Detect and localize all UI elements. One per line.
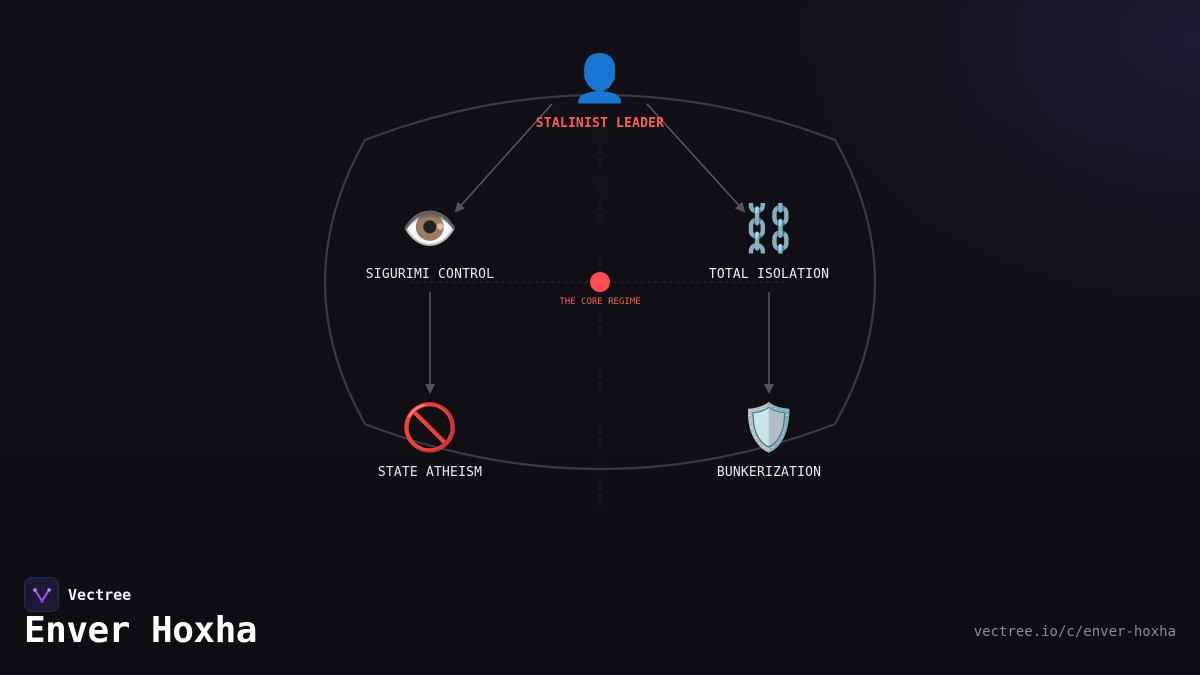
brand-name: Vectree [68,585,132,604]
node-label-state-atheism: STATE ATHEISM [377,465,483,480]
eye-icon[interactable]: 👁️ [401,201,459,255]
node-label-total-isolation: TOTAL ISOLATION [708,267,830,282]
brand[interactable]: Vectree [24,577,131,612]
chain-icon[interactable]: ⛓️ [740,201,798,255]
node-label-bunkerization: BUNKERIZATION [716,465,822,480]
core-regime-label: THE CORE REGIME [559,297,641,307]
prohibited-icon[interactable]: 🚫 [401,400,459,454]
edge-leader-to-sigurimi [454,103,553,213]
page-title: Enver Hoxha [24,610,257,651]
branching-tree-icon [24,577,59,612]
person-silhouette-icon[interactable]: 👤 [571,51,629,105]
edge-leader-to-isolation [646,103,746,213]
node-label-stalinist-leader: STALINIST LEADER [535,116,665,131]
regime-boundary-outline [323,93,877,471]
page-url[interactable]: vectree.io/c/enver-hoxha [973,624,1176,640]
edges-layer [425,103,774,394]
core-regime-dot[interactable] [590,272,610,292]
shield-icon[interactable]: 🛡️ [740,400,798,454]
node-label-sigurimi-control: SIGURIMI CONTROL [365,267,495,282]
